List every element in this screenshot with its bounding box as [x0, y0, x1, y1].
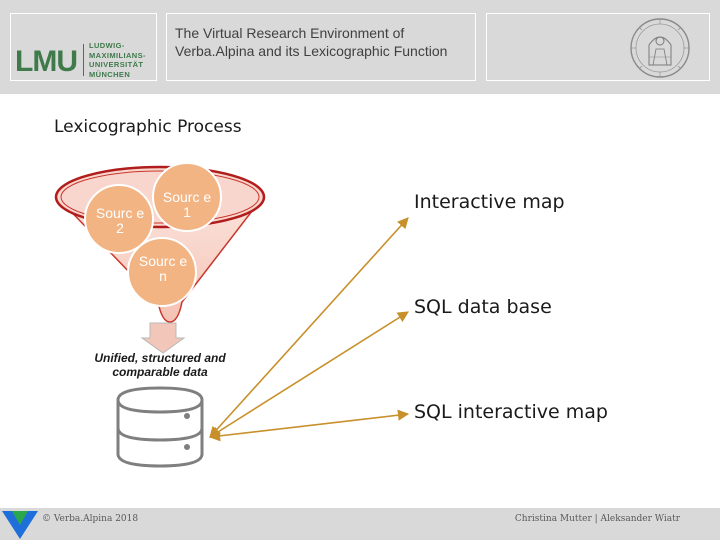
source-2-circle — [84, 184, 154, 254]
slide-title-box: The Virtual Research Environment of Verb… — [166, 13, 476, 81]
source-n-label: Sourc e n — [138, 253, 188, 284]
university-name-line: LUDWIG- — [89, 41, 125, 50]
university-seal-icon — [630, 18, 690, 78]
source-2-label: Sourc e 2 — [95, 205, 145, 236]
down-arrow-icon — [140, 322, 186, 354]
section-title: Lexicographic Process — [54, 117, 242, 137]
university-name-line: MAXIMILIANS- — [89, 50, 146, 60]
footer-authors: Christina Mutter | Aleksander Wiatr — [514, 514, 680, 524]
logo-divider — [83, 44, 84, 76]
university-logo[interactable]: LMU LUDWIG- MAXIMILIANS- UNIVERSITÄT MÜN… — [10, 13, 157, 81]
arrow-to-interactive-map — [209, 217, 409, 438]
source-1-circle — [152, 162, 222, 232]
header-bar — [0, 0, 720, 94]
unified-data-label: Unified, structured and comparable data — [94, 351, 226, 379]
verba-alpina-logo-icon — [2, 511, 38, 539]
database-icon — [116, 386, 204, 468]
output-sql-database: SQL data base — [414, 296, 552, 318]
funnel-rim-inner — [60, 170, 260, 224]
footer-bar — [0, 508, 720, 540]
output-sql-interactive-map: SQL interactive map — [414, 401, 608, 423]
lmu-logo-text: LMU — [15, 45, 78, 78]
arrow-to-sql-interactive-map — [208, 409, 410, 442]
source-1-label: Sourc e 1 — [162, 189, 212, 220]
university-name-line: MÜNCHEN — [89, 69, 131, 79]
seal-box — [486, 13, 710, 81]
output-interactive-map: Interactive map — [414, 191, 565, 213]
university-name: LUDWIG- MAXIMILIANS- UNIVERSITÄT MÜNCHEN — [89, 41, 146, 79]
slide-title: The Virtual Research Environment of Verb… — [175, 25, 448, 59]
university-name-line: UNIVERSITÄT — [89, 60, 144, 69]
source-n-circle — [127, 237, 197, 307]
footer-copyright: © Verba.Alpina 2018 — [42, 514, 139, 524]
